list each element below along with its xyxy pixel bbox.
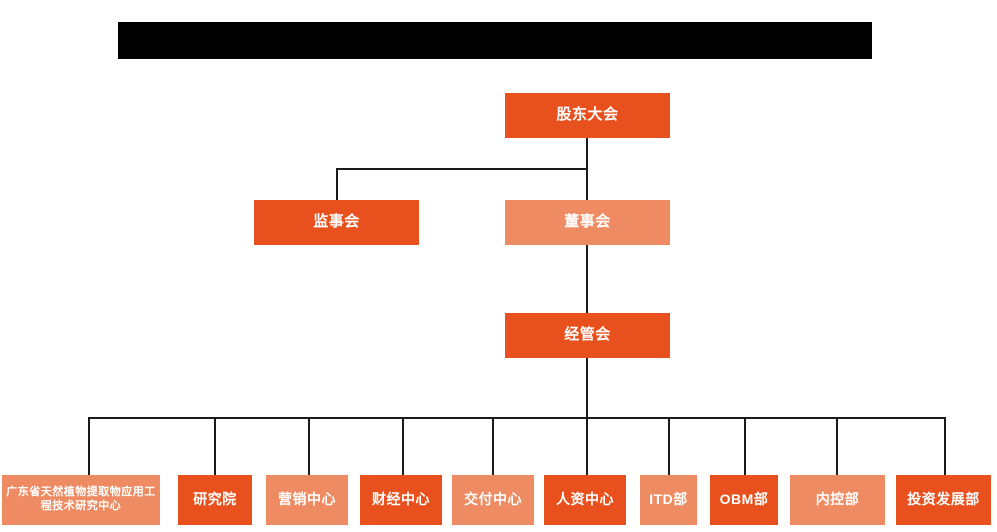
org-node-supervisors[interactable]: 监事会 — [254, 200, 419, 245]
connector-to-dept-8 — [744, 417, 746, 475]
org-node-dept-2[interactable]: 研究院 — [178, 475, 252, 525]
connector-to-dept-3 — [308, 417, 310, 475]
org-node-dept-10[interactable]: 投资发展部 — [896, 475, 991, 525]
org-node-management[interactable]: 经管会 — [505, 313, 670, 358]
org-node-shareholders[interactable]: 股东大会 — [505, 93, 670, 138]
connector-to-dept-1 — [88, 417, 90, 475]
org-node-dept-9[interactable]: 内控部 — [790, 475, 885, 525]
connector-to-dept-10 — [944, 417, 946, 475]
org-node-dept-3[interactable]: 营销中心 — [266, 475, 348, 525]
org-node-label: 人资中心 — [556, 491, 614, 508]
connector-to-supervisors — [336, 168, 338, 200]
org-node-label: 监事会 — [313, 213, 360, 231]
connector-shareholders-down — [586, 138, 588, 170]
connector-to-dept-6 — [586, 417, 588, 475]
connector-management-down — [586, 358, 588, 419]
org-node-dept-7[interactable]: ITD部 — [640, 475, 697, 525]
connector-to-dept-7 — [668, 417, 670, 475]
org-node-label: 研究院 — [193, 491, 237, 508]
org-node-label: OBM部 — [719, 491, 769, 508]
org-node-label: ITD部 — [649, 491, 688, 508]
org-node-label: 董事会 — [564, 213, 611, 231]
org-node-label: 营销中心 — [278, 491, 336, 508]
org-node-directors[interactable]: 董事会 — [505, 200, 670, 245]
org-node-label: 内控部 — [815, 491, 860, 508]
org-node-label: 股东大会 — [556, 106, 619, 124]
connector-level2-bus — [336, 168, 588, 170]
connector-to-directors — [586, 168, 588, 200]
connector-directors-to-management — [586, 245, 588, 313]
connector-to-dept-5 — [492, 417, 494, 475]
org-node-dept-1[interactable]: 广东省天然植物提取物应用工程技术研究中心 — [2, 475, 160, 525]
connector-departments-bus — [88, 417, 946, 419]
org-node-label: 广东省天然植物提取物应用工程技术研究中心 — [6, 486, 156, 512]
redacted-title-bar — [118, 22, 872, 59]
connector-to-dept-9 — [836, 417, 838, 475]
org-node-dept-6[interactable]: 人资中心 — [544, 475, 626, 525]
org-node-dept-4[interactable]: 财经中心 — [360, 475, 442, 525]
connector-to-dept-2 — [214, 417, 216, 475]
org-node-dept-8[interactable]: OBM部 — [710, 475, 778, 525]
org-node-label: 经管会 — [564, 326, 611, 344]
org-node-label: 交付中心 — [464, 491, 522, 508]
org-node-dept-5[interactable]: 交付中心 — [452, 475, 534, 525]
org-node-label: 投资发展部 — [907, 491, 980, 508]
connector-to-dept-4 — [402, 417, 404, 475]
org-node-label: 财经中心 — [372, 491, 430, 508]
